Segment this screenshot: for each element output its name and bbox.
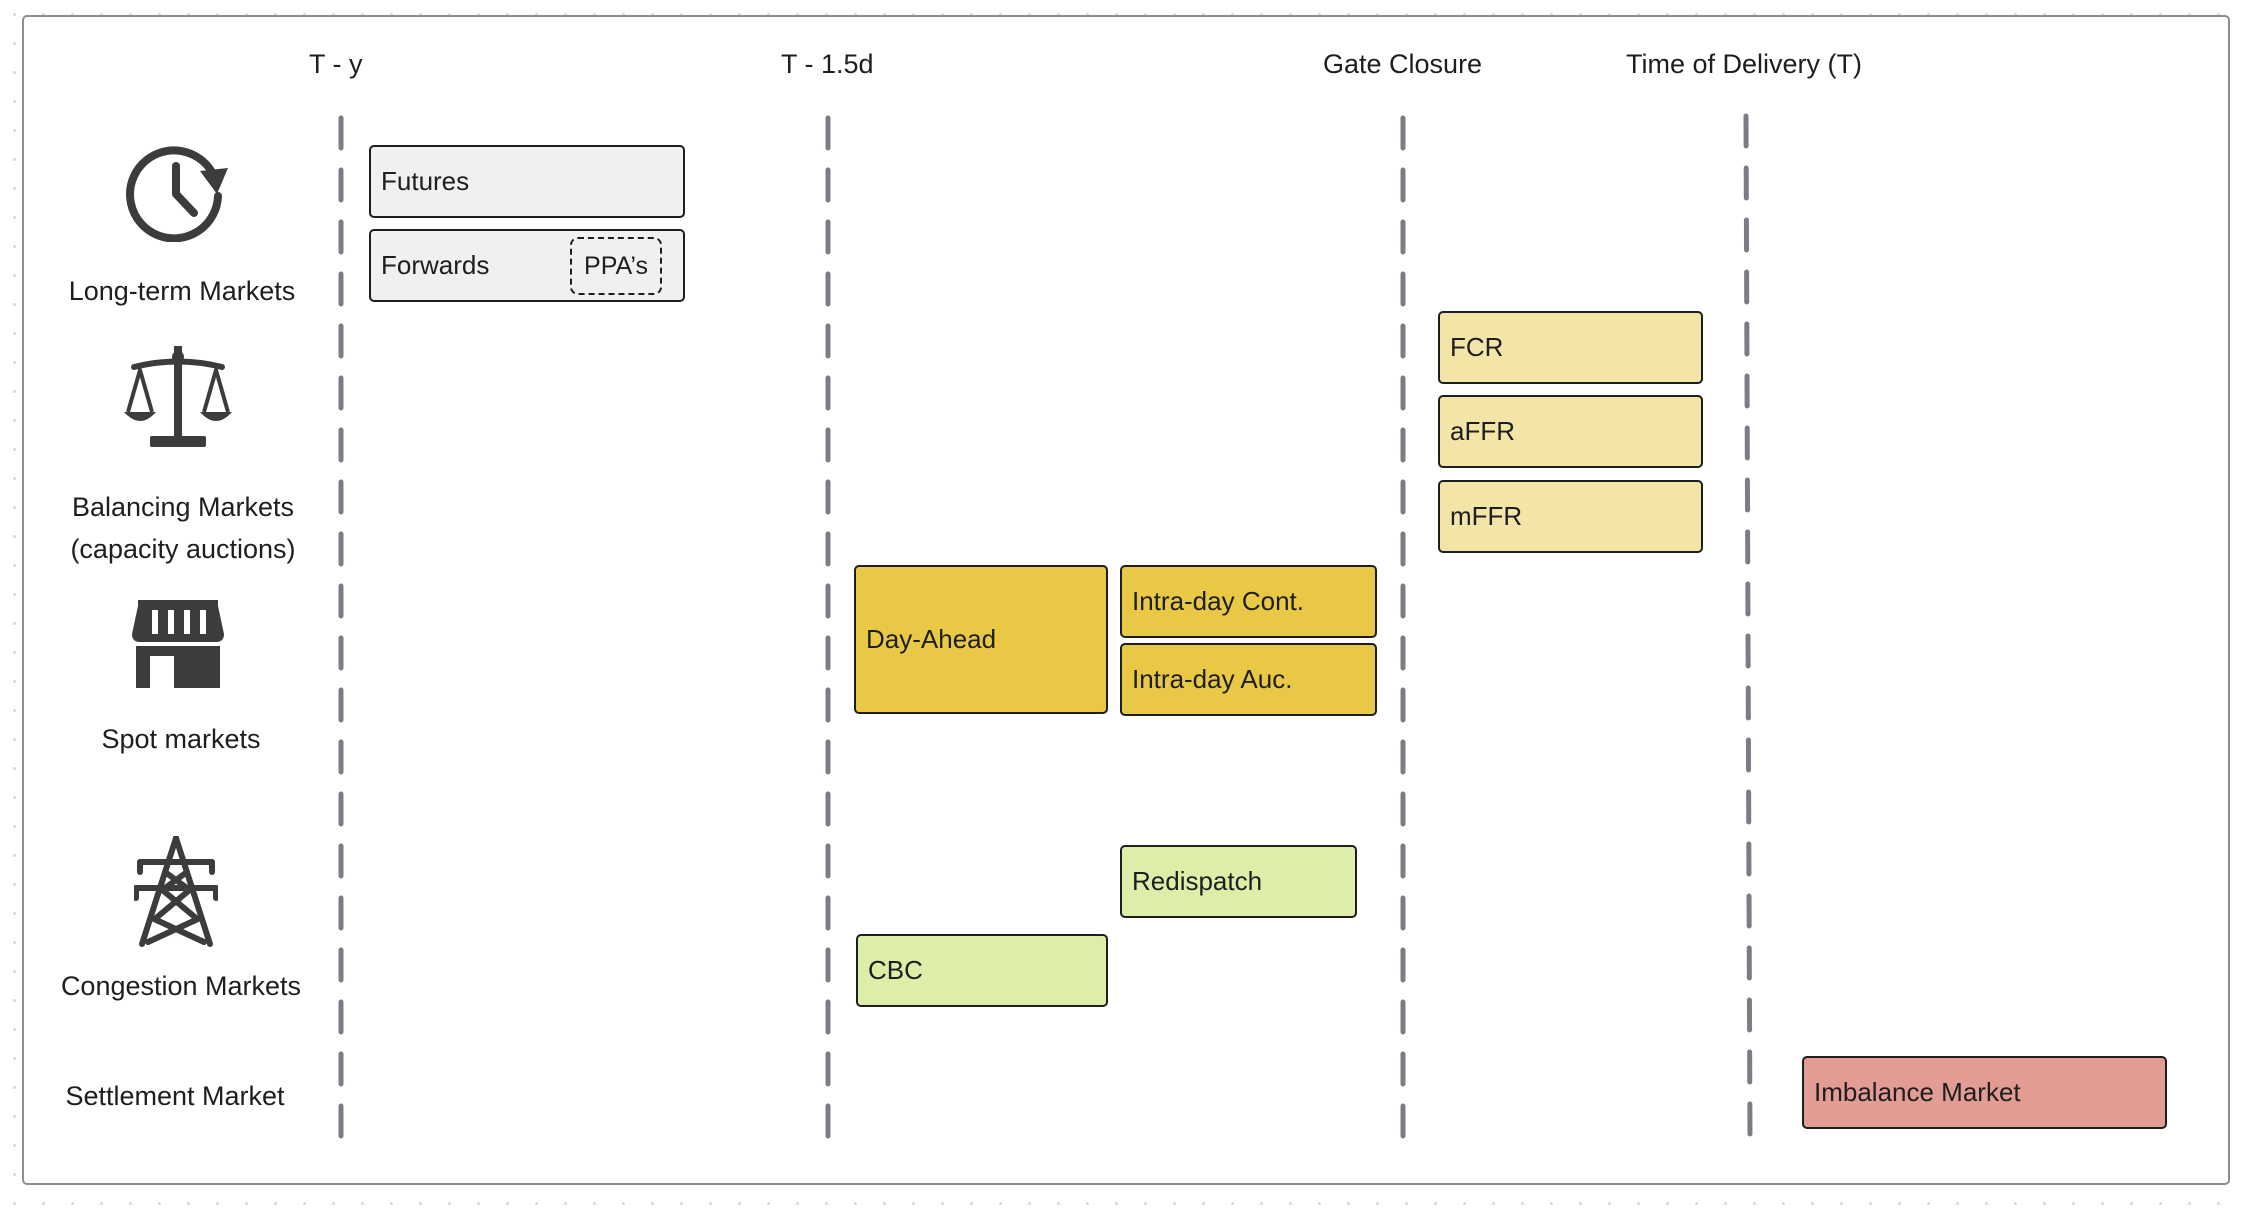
- product-box-fcr: FCR: [1438, 311, 1703, 384]
- row-label-spot-markets: Spot markets: [101, 724, 261, 754]
- product-label-fcr: FCR: [1450, 332, 1504, 362]
- row-label-settlement-market: Settlement Market: [65, 1081, 285, 1111]
- product-label-intraday-auc: Intra-day Auc.: [1132, 664, 1293, 694]
- product-box-mffr: mFFR: [1438, 480, 1703, 553]
- column-header-t-y: T - y: [309, 49, 363, 79]
- column-header-time-of-delivery: Time of Delivery (T): [1626, 49, 1863, 79]
- clock-icon: [126, 146, 228, 242]
- row-label-congestion-markets: Congestion Markets: [60, 971, 302, 1001]
- product-label-cbc: CBC: [868, 955, 923, 985]
- product-label-futures: Futures: [381, 166, 470, 196]
- column-header-t-1-5d: T - 1.5d: [781, 49, 874, 79]
- scales-icon: [124, 346, 232, 447]
- product-box-futures: Futures: [369, 145, 685, 218]
- product-label-day-ahead: Day-Ahead: [866, 624, 997, 654]
- product-box-cbc: CBC: [856, 934, 1108, 1007]
- product-box-day-ahead: Day-Ahead: [854, 565, 1108, 714]
- product-label-affr: aFFR: [1450, 416, 1515, 446]
- product-label-redispatch: Redispatch: [1132, 866, 1263, 896]
- product-label-intraday-cont: Intra-day Cont.: [1132, 586, 1304, 616]
- row-label-balancing-markets: Balancing Markets: [71, 492, 295, 522]
- product-label-ppas: PPA’s: [584, 251, 648, 280]
- product-label-mffr: mFFR: [1450, 501, 1523, 531]
- guide-line-time-of-delivery: [1743, 113, 1753, 1146]
- row-label-capacity-auctions: (capacity auctions): [70, 534, 296, 564]
- column-header-gate-closure: Gate Closure: [1323, 49, 1483, 79]
- power-pylon-icon: [134, 836, 218, 947]
- row-label-long-term-markets: Long-term Markets: [68, 276, 296, 306]
- product-label-imbalance-market: Imbalance Market: [1814, 1077, 2021, 1107]
- storefront-icon: [132, 600, 224, 688]
- product-label-forwards: Forwards: [381, 250, 490, 280]
- product-box-forwards: Forwards: [369, 229, 685, 302]
- product-box-intraday-auc: Intra-day Auc.: [1120, 643, 1377, 716]
- product-box-affr: aFFR: [1438, 395, 1703, 468]
- product-box-ppas: PPA’s: [570, 237, 662, 295]
- product-box-intraday-cont: Intra-day Cont.: [1120, 565, 1377, 638]
- product-box-redispatch: Redispatch: [1120, 845, 1357, 918]
- product-box-imbalance-market: Imbalance Market: [1802, 1056, 2167, 1129]
